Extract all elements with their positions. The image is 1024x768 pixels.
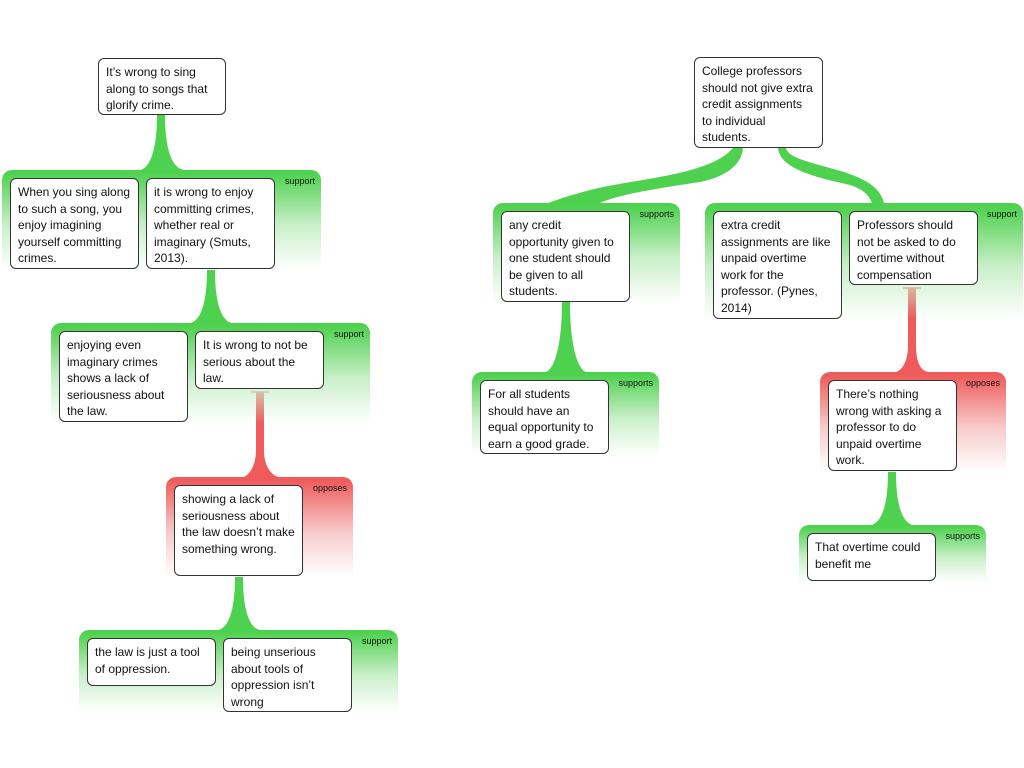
claim-box[interactable]: It’s wrong to sing along to songs that g… [98, 58, 226, 115]
premise-box[interactable]: being unserious about tools of oppressio… [223, 638, 352, 712]
support-connector [218, 577, 260, 630]
premise-box[interactable]: enjoying even imaginary crimes shows a l… [59, 331, 188, 422]
group-type-label: support [986, 209, 1017, 219]
support-connector [546, 302, 586, 372]
group-type-label: opposes [312, 483, 347, 493]
support-connector [778, 148, 884, 203]
premise-box[interactable]: it is wrong to enjoy committing crimes, … [146, 178, 275, 269]
oppose-connector [244, 392, 278, 477]
oppose-connector [896, 288, 928, 372]
group-type-label: opposes [965, 378, 1000, 388]
objection-box[interactable]: showing a lack of seriousness about the … [174, 485, 303, 576]
objection-box[interactable]: There’s nothing wrong with asking a prof… [828, 380, 957, 471]
premise-box[interactable]: Professors should not be asked to do ove… [849, 211, 978, 285]
premise-box[interactable]: For all students should have an equal op… [480, 380, 609, 454]
group-type-label: supports [618, 378, 653, 388]
premise-box[interactable]: When you sing along to such a song, you … [10, 178, 139, 269]
support-connector [872, 472, 912, 525]
claim-box[interactable]: College professors should not give extra… [694, 57, 823, 148]
group-type-label: support [333, 329, 364, 339]
group-type-label: support [284, 176, 315, 186]
group-type-label: supports [945, 531, 980, 541]
premise-box[interactable]: That overtime could benefit me [807, 533, 936, 581]
premise-box[interactable]: any credit opportunity given to one stud… [501, 211, 630, 302]
premise-box[interactable]: extra credit assignments are like unpaid… [713, 211, 842, 319]
support-connector [190, 270, 232, 323]
premise-box[interactable]: the law is just a tool of oppression. [87, 638, 216, 686]
group-type-label: support [361, 636, 392, 646]
premise-box[interactable]: It is wrong to not be serious about the … [195, 331, 324, 389]
support-connector [140, 115, 184, 170]
support-connector [548, 148, 743, 203]
group-type-label: supports [639, 209, 674, 219]
